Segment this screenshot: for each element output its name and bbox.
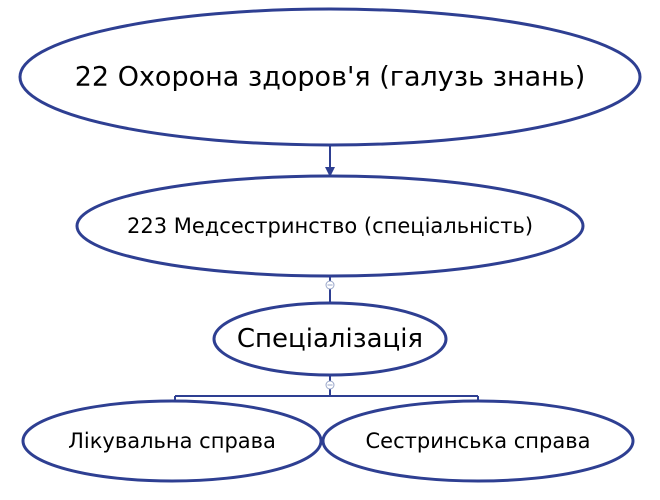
- node-field-shape: [18, 7, 642, 147]
- node-medical-care[interactable]: Лікувальна справа: [21, 399, 323, 483]
- node-medical-care-label: Лікувальна справа: [68, 429, 276, 453]
- node-nursing-care-label: Сестринська справа: [366, 429, 591, 453]
- node-medical-care-shape: [21, 399, 323, 483]
- node-nursing-care-shape: [321, 399, 635, 483]
- node-specialty[interactable]: 223 Медсестринство (спеціальність): [75, 174, 585, 278]
- node-specialization[interactable]: Спеціалізація: [212, 301, 448, 377]
- node-specialization-shape: [212, 301, 448, 377]
- node-specialty-shape: [75, 174, 585, 278]
- node-field-label: 22 Охорона здоров'я (галузь знань): [75, 62, 586, 93]
- node-field[interactable]: 22 Охорона здоров'я (галузь знань): [18, 7, 642, 147]
- node-nursing-care[interactable]: Сестринська справа: [321, 399, 635, 483]
- node-specialization-label: Спеціалізація: [237, 324, 423, 354]
- collapse-minus-icon[interactable]: [325, 380, 335, 390]
- collapse-minus-icon[interactable]: [325, 280, 335, 290]
- node-specialty-label: 223 Медсестринство (спеціальність): [127, 214, 533, 238]
